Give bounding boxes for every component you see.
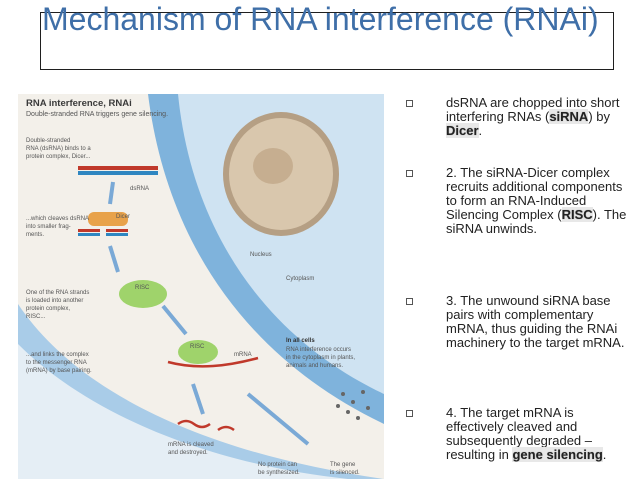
figure-heading: RNA interference, RNAi <box>26 98 132 109</box>
cleaved-line2: and destroyed. <box>168 450 208 456</box>
step4-line1: ...and links the complex <box>26 352 89 358</box>
fragment-1b <box>78 233 100 236</box>
bullet-text-4: 4. The target mRNA is effectively cleave… <box>446 406 632 462</box>
cleaved-line1: mRNA is cleaved <box>168 442 214 448</box>
dicer-label: Dicer <box>116 214 130 220</box>
square-bullet-icon <box>406 100 413 107</box>
bullet-fragment: 4. The target mRNA is effectively cleave… <box>446 405 593 462</box>
all-cells-line1: RNA interference occurs <box>286 347 351 353</box>
cleaved-mrna-1 <box>177 419 211 429</box>
square-bullet-icon <box>406 298 413 305</box>
risc-complex-2 <box>178 340 218 364</box>
all-cells-line2: in the cytoplasm in plants, <box>286 355 355 361</box>
bullet-text-3: 3. The unwound siRNA base pairs with com… <box>446 294 632 350</box>
all-cells-title: In all cells <box>286 338 315 344</box>
nucleus-label: Nucleus <box>250 252 272 258</box>
bullet-fragment: . <box>602 447 607 462</box>
keyword: RISC <box>561 207 593 222</box>
dicer-complex <box>88 212 128 226</box>
arrow-icon <box>108 181 115 205</box>
bullet-fragment: 2. The siRNA-Dicer complex recruits addi… <box>446 165 623 222</box>
fragment-1 <box>78 229 100 232</box>
all-cells-line3: animals and humans. <box>286 363 343 369</box>
risc-label-2: RISC <box>190 344 205 350</box>
lower-background <box>18 344 348 479</box>
cleaved-mrna-2 <box>217 425 235 432</box>
step4-line2: to the messenger RNA <box>26 360 87 366</box>
slide-title: Mechanism of RNA interference (RNAi) <box>42 1 599 37</box>
rnai-figure: RNA interference, RNAi Double-stranded R… <box>18 94 384 479</box>
arrow-icon-4 <box>191 383 205 415</box>
dsrna-strand-bottom <box>78 171 158 175</box>
no-protein-line1: No protein can <box>258 462 297 468</box>
bullet-list: dsRNA are chopped into short interfering… <box>398 96 634 479</box>
no-protein-line2: be synthesized. <box>258 470 300 476</box>
fragment-2 <box>106 229 128 232</box>
cytoplasm-label: Cytoplasm <box>286 276 314 282</box>
step1-line1: Double-stranded <box>26 138 70 144</box>
step1-line3: protein complex, Dicer... <box>26 154 91 160</box>
dsrna-label: dsRNA <box>130 186 149 192</box>
square-bullet-icon <box>406 410 413 417</box>
gene-silenced-line1: The gene <box>330 462 356 468</box>
keyword: siRNA <box>549 109 589 124</box>
arrow-icon-5 <box>246 392 310 446</box>
bullet-fragment: ). The siRNA unwinds. <box>446 207 627 236</box>
keyword: Dicer <box>446 123 479 138</box>
title-frame <box>40 12 614 70</box>
nucleolus <box>253 148 293 184</box>
bullet-text-1: dsRNA are chopped into short interfering… <box>446 96 632 138</box>
rnai-diagram: RNA interference, RNAi Double-stranded R… <box>18 94 384 479</box>
step2-line3: ments. <box>26 232 44 238</box>
fragment-2b <box>106 233 128 236</box>
bullet-fragment: ) by <box>588 109 610 124</box>
arrow-icon-3 <box>161 304 188 336</box>
bullet-text-2: 2. The siRNA-Dicer complex recruits addi… <box>446 166 632 236</box>
step3-line4: RISC... <box>26 314 46 320</box>
gene-silenced-line2: is silenced. <box>330 470 360 476</box>
mrna-label: mRNA <box>234 352 252 358</box>
risc-complex-1 <box>119 280 167 308</box>
keyword: gene silencing <box>512 447 603 462</box>
square-bullet-icon <box>406 170 413 177</box>
bullet-fragment: 3. The unwound siRNA base pairs with com… <box>446 293 625 350</box>
bullet-fragment: dsRNA are chopped into short interfering… <box>446 96 620 124</box>
risc-label-1: RISC <box>135 285 150 291</box>
step3-line2: is loaded into another <box>26 298 83 304</box>
degraded-fragments-icon <box>336 390 370 420</box>
step4-line3: (mRNA) by base pairing. <box>26 368 92 374</box>
bullet-fragment: . <box>478 123 483 138</box>
step2-line2: into smaller frag- <box>26 224 71 230</box>
dsrna-strand-top <box>78 166 158 170</box>
step3-line1: One of the RNA strands <box>26 290 89 296</box>
step2-line1: ...which cleaves dsRNA <box>26 216 89 222</box>
mrna-strand <box>167 356 259 368</box>
step1-line2: RNA (dsRNA) binds to a <box>26 146 91 152</box>
arrow-icon-2 <box>108 245 120 273</box>
figure-subheading: Double-stranded RNA triggers gene silenc… <box>26 111 168 118</box>
step3-line3: protein complex, <box>26 306 70 312</box>
